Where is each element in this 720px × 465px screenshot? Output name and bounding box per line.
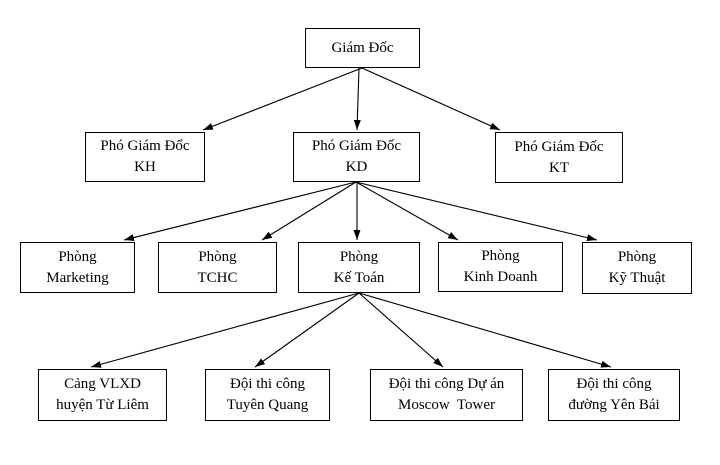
org-node-label: Cảng VLXD xyxy=(64,376,141,392)
edge-giamdoc-pgdkd xyxy=(353,67,361,131)
edge-ketoan-tuyenquang xyxy=(254,292,360,368)
org-node-label: Kỹ Thuật xyxy=(608,270,666,286)
org-node-label: Phó Giám Đốc xyxy=(514,138,604,155)
edge-pgdkd-marketing xyxy=(123,181,357,241)
org-node-label: Phòng xyxy=(617,249,657,265)
org-node-label: Giám Đốc xyxy=(331,39,394,56)
org-node-label: huyện Từ Liêm xyxy=(56,397,149,413)
org-node-label: Phòng xyxy=(481,248,520,264)
org-node-doi-tuyen-quang: Đội thi công Tuyên Quang xyxy=(205,369,330,421)
org-node-label: Phó Giám Đốc xyxy=(311,138,402,154)
org-node-label: KT xyxy=(549,159,569,176)
org-node-phong-marketing: Phòng Marketing xyxy=(20,242,135,293)
org-node-label: Phó Giám Đốc xyxy=(100,138,190,154)
org-node-label: Kế Toán xyxy=(333,269,385,286)
org-node-pho-giam-doc-kh: Phó Giám Đốc KH xyxy=(85,132,205,182)
org-node-label: Kinh Doanh xyxy=(463,269,538,285)
org-node-doi-yen-bai: Đội thi công đường Yên Bái xyxy=(548,369,680,421)
org-node-label: KD xyxy=(345,159,368,175)
org-node-label: Moscow Tower xyxy=(398,397,495,413)
org-node-doi-moscow-tower: Đội thi công Dự án Moscow Tower xyxy=(370,369,523,421)
org-node-label: đường Yên Bái xyxy=(568,397,660,413)
edge-ketoan-cangvlxd xyxy=(90,292,360,368)
org-node-pho-giam-doc-kd: Phó Giám Đốc KD xyxy=(293,132,420,182)
edge-ketoan-moscow xyxy=(358,292,444,368)
edge-giamdoc-pgdkh xyxy=(202,67,363,131)
org-node-cang-vlxd-tu-liem: Cảng VLXD huyện Từ Liêm xyxy=(38,369,167,421)
org-node-label: Phòng xyxy=(339,248,379,265)
org-node-label: Phòng xyxy=(58,248,97,265)
org-node-giam-doc: Giám Đốc xyxy=(305,28,420,68)
edge-pgdkd-tchc xyxy=(261,181,357,241)
edge-giamdoc-pgdkt xyxy=(361,67,501,131)
org-node-pho-giam-doc-kt: Phó Giám Đốc KT xyxy=(495,132,623,183)
org-node-label: Đội thi công xyxy=(230,376,305,392)
edge-ketoan-yenbai xyxy=(358,292,612,368)
org-node-label: Đội thi công Dự án xyxy=(388,376,505,392)
org-node-phong-ke-toan: Phòng Kế Toán xyxy=(298,242,420,293)
edge-pgdkd-kythuat xyxy=(355,181,598,242)
org-node-label: Phòng xyxy=(198,248,237,265)
org-node-phong-tchc: Phòng TCHC xyxy=(158,242,277,293)
org-node-label: Đội thi công xyxy=(576,376,652,392)
org-node-label: KH xyxy=(134,159,156,175)
org-node-label: TCHC xyxy=(197,269,238,286)
edge-pgdkd-kinhdoanh xyxy=(355,181,459,241)
org-node-phong-ky-thuat: Phòng Kỹ Thuật xyxy=(582,242,692,294)
org-node-label: Tuyên Quang xyxy=(226,397,309,413)
org-node-label: Marketing xyxy=(46,269,109,286)
org-node-phong-kinh-doanh: Phòng Kinh Doanh xyxy=(438,242,563,292)
